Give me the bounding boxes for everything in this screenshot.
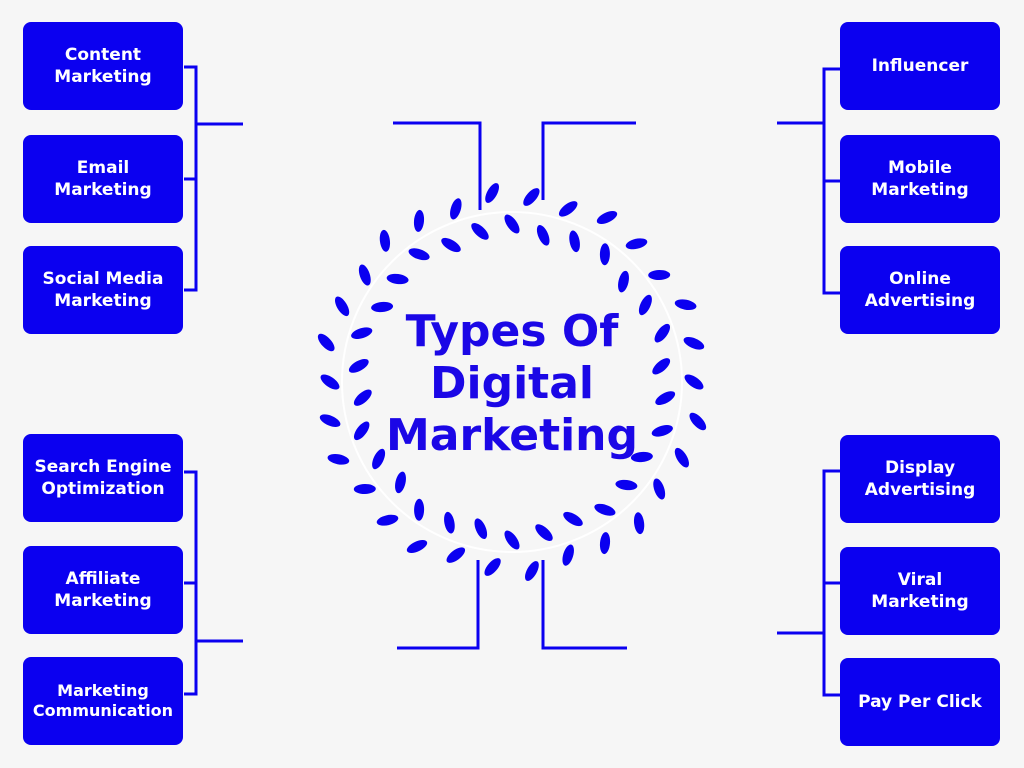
wreath-leaf — [474, 518, 488, 540]
wreath-leaf — [386, 273, 409, 285]
wreath-leaf — [651, 425, 673, 437]
node-pay-per-click[interactable]: Pay Per Click — [840, 658, 1000, 746]
wreath-leaf — [674, 447, 690, 468]
center-connector-tl — [393, 121, 482, 210]
wreath-leaf — [379, 229, 391, 252]
wreath-leaf — [674, 299, 697, 311]
node-affiliate-marketing[interactable]: Affiliate Marketing — [23, 546, 183, 634]
node-social-media-marketing[interactable]: Social Media Marketing — [23, 246, 183, 334]
wreath-leaf — [523, 188, 540, 206]
wreath-leaf — [599, 243, 610, 266]
node-email-marketing[interactable]: Email Marketing — [23, 135, 183, 223]
wreath-leaf — [504, 214, 520, 234]
wreath-leaf — [683, 337, 705, 350]
diagram-title: Types Of Digital Marketing — [385, 306, 639, 461]
wreath-leaf — [596, 211, 618, 224]
wreath-connectors — [184, 65, 840, 697]
wreath-leaf — [599, 532, 611, 555]
node-influencer[interactable]: Influencer — [840, 22, 1000, 110]
wreath-vine — [341, 211, 683, 553]
node-marketing-communication[interactable]: Marketing Communication — [23, 657, 183, 745]
wreath-leaf — [633, 512, 645, 535]
wreath-leaf — [484, 558, 501, 576]
wreath-leaf — [353, 421, 370, 441]
wreath-leaf — [653, 478, 666, 500]
wreath-leaf — [471, 223, 489, 240]
wreath-leaf — [351, 327, 373, 339]
wreath-leaf — [353, 483, 376, 495]
wreath-leaf — [450, 198, 462, 220]
floral-wreath-decoration — [317, 183, 707, 581]
wreath-leaf — [684, 374, 704, 390]
wreath-leaf — [444, 511, 455, 534]
wreath-leaf — [319, 414, 341, 427]
wreath-leaf — [371, 301, 394, 313]
wreath-leaf — [652, 358, 671, 375]
wreath-leaf — [406, 540, 428, 553]
node-online-advertising[interactable]: Online Advertising — [840, 246, 1000, 334]
wreath-leaf — [395, 471, 406, 494]
node-mobile-marketing[interactable]: Mobile Marketing — [840, 135, 1000, 223]
wreath-leaf — [327, 453, 350, 465]
wreath-leaf — [654, 323, 671, 343]
wreath-leaf — [408, 248, 430, 261]
wreath-leaf — [320, 374, 340, 390]
wreath-leaf — [689, 412, 707, 431]
wreath-leaf — [372, 448, 386, 470]
center-connector-br — [541, 560, 627, 650]
wreath-leaf — [615, 479, 638, 491]
wreath-leaf — [504, 530, 520, 550]
wreath-leaf — [638, 294, 652, 316]
wreath-leaf — [563, 511, 583, 527]
node-viral-marketing[interactable]: Viral Marketing — [840, 547, 1000, 635]
wreath-leaf — [558, 201, 578, 217]
wreath-leaf — [648, 269, 671, 281]
wreath-leaf — [562, 544, 574, 566]
wreath-leaf — [317, 333, 335, 352]
wreath-leaf — [446, 547, 466, 563]
wreath-leaf — [655, 391, 676, 405]
wreath-leaf — [536, 224, 550, 246]
node-search-engine-optimization[interactable]: Search Engine Optimization — [23, 434, 183, 522]
wreath-leaf — [353, 389, 372, 406]
wreath-leaf — [348, 359, 369, 373]
wreath-leaf — [630, 451, 653, 463]
wreath-leaf — [413, 209, 425, 232]
wreath-leaf — [625, 238, 648, 250]
wreath-leaf — [376, 514, 399, 526]
wreath-leaf — [535, 524, 553, 541]
wreath-leaf — [485, 183, 499, 203]
wreath-leaf — [525, 561, 539, 581]
wreath-leaf — [618, 270, 629, 293]
wreath-leaf — [334, 296, 350, 317]
wreath-leaf — [569, 230, 580, 253]
wreath-leaf — [594, 503, 616, 516]
wreath-leaf — [441, 237, 461, 253]
wreath-leaf — [358, 264, 371, 286]
center-connector-tr — [541, 121, 636, 200]
node-content-marketing[interactable]: Content Marketing — [23, 22, 183, 110]
node-display-advertising[interactable]: Display Advertising — [840, 435, 1000, 523]
wreath-leaf — [414, 498, 425, 521]
center-connector-bl — [397, 560, 480, 650]
